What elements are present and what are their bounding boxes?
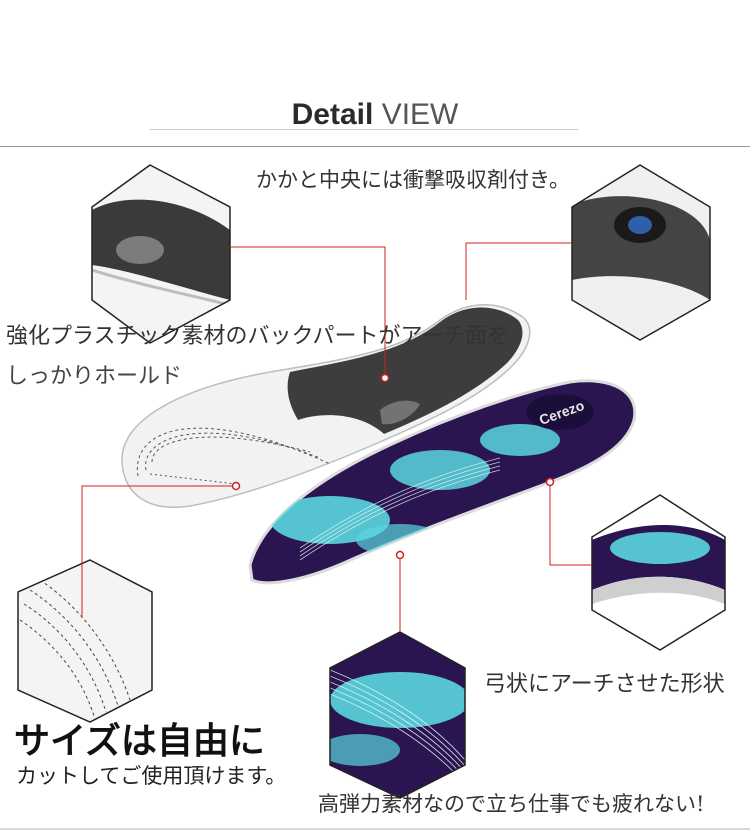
caption-cut-to-use: カットしてご使用頂けます。: [16, 764, 287, 788]
caption-arch-shape: 弓状にアーチさせた形状: [484, 672, 725, 697]
detail-hex-material: [329, 631, 466, 799]
caption-no-fatigue: 高弾力素材なので立ち仕事でも疲れない!: [318, 792, 705, 816]
detail-hex-cut-lines: [17, 559, 153, 723]
caption-heel-shock: かかと中央には衝撃吸収剤付き。: [256, 168, 570, 192]
detail-hex-arch: [591, 494, 726, 651]
caption-firm-hold: しっかりホールド: [6, 364, 183, 389]
caption-back-part: 強化プラスチック素材のバックパートがアーチ面を: [6, 324, 510, 349]
bottom-divider: [0, 828, 750, 830]
detail-hex-heel: [571, 164, 711, 341]
detail-hex-back-plate: [91, 164, 231, 344]
title-light: VIEW: [381, 98, 459, 131]
title-underline: [150, 129, 578, 130]
white-insole: [121, 304, 531, 508]
callout-dots: [231, 373, 555, 560]
caption-size-free: サイズは自由に: [14, 720, 265, 762]
title-bold: Detail: [291, 98, 374, 131]
section-title: Detail VIEW: [0, 98, 750, 132]
purple-insole: Cerezo: [248, 379, 637, 585]
callout-lines: [81, 242, 592, 632]
header-area: Detail VIEW: [0, 0, 750, 150]
header-divider: [0, 146, 750, 147]
